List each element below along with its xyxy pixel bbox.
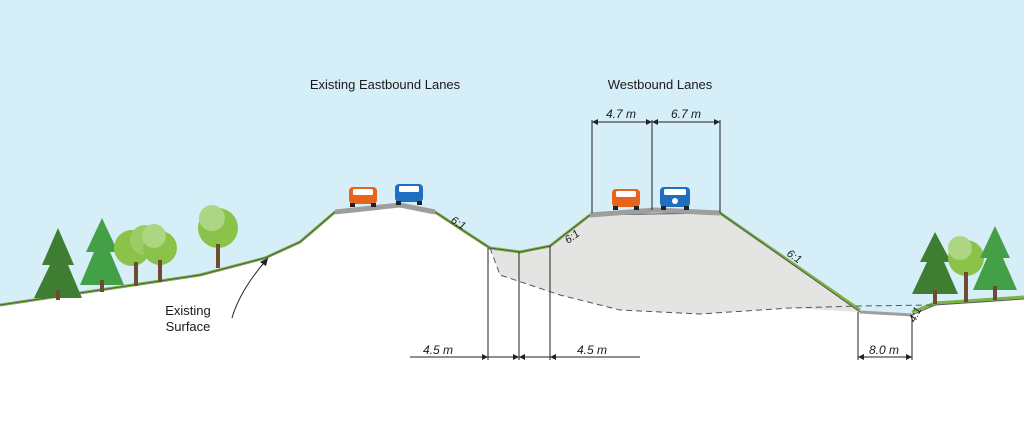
arrow-head bbox=[652, 119, 658, 125]
westbound-fill bbox=[490, 213, 860, 314]
car-icon bbox=[612, 189, 640, 210]
existing-surface-label-line2: Surface bbox=[166, 319, 211, 334]
tree-icon bbox=[948, 236, 984, 302]
ditch-dimension-lines bbox=[857, 312, 913, 360]
lane-dimension-lines bbox=[591, 120, 721, 213]
ditch-bottom bbox=[859, 310, 913, 317]
arrow-head bbox=[714, 119, 720, 125]
tree-icon bbox=[198, 205, 238, 268]
tree-icon bbox=[142, 224, 177, 282]
westbound-label: Westbound Lanes bbox=[608, 77, 713, 92]
median-right-dimension: 4.5 m bbox=[577, 343, 607, 357]
car-icon bbox=[660, 187, 690, 210]
tree-icon bbox=[912, 232, 958, 304]
tree-icon bbox=[973, 226, 1017, 300]
existing-surface-label-line1: Existing bbox=[165, 303, 211, 318]
car-icon bbox=[395, 184, 423, 205]
car-icon bbox=[349, 187, 377, 207]
median-dimension-lines bbox=[410, 246, 640, 360]
arrow-head bbox=[592, 119, 598, 125]
tree-icon bbox=[80, 218, 124, 292]
westbound-pavement bbox=[589, 207, 721, 218]
arrow-head bbox=[646, 119, 652, 125]
lane-right-dimension: 6.7 m bbox=[671, 107, 701, 121]
ditch-dimension: 8.0 m bbox=[869, 343, 899, 357]
slope-ditch-back: 4:1 bbox=[907, 305, 924, 324]
eastbound-label: Existing Eastbound Lanes bbox=[310, 77, 461, 92]
arrow-head bbox=[513, 354, 519, 360]
grass-strip-right bbox=[911, 295, 1024, 314]
arrow-head bbox=[260, 258, 268, 266]
arrow-head bbox=[482, 354, 488, 360]
median-left-dimension: 4.5 m bbox=[423, 343, 453, 357]
lane-left-dimension: 4.7 m bbox=[606, 107, 636, 121]
existing-surface-dashed bbox=[489, 247, 936, 315]
arrow-head bbox=[906, 354, 912, 360]
tree-icon bbox=[34, 228, 82, 300]
arrow-head bbox=[519, 354, 525, 360]
arrow-head bbox=[550, 354, 556, 360]
arrow-head bbox=[858, 354, 864, 360]
